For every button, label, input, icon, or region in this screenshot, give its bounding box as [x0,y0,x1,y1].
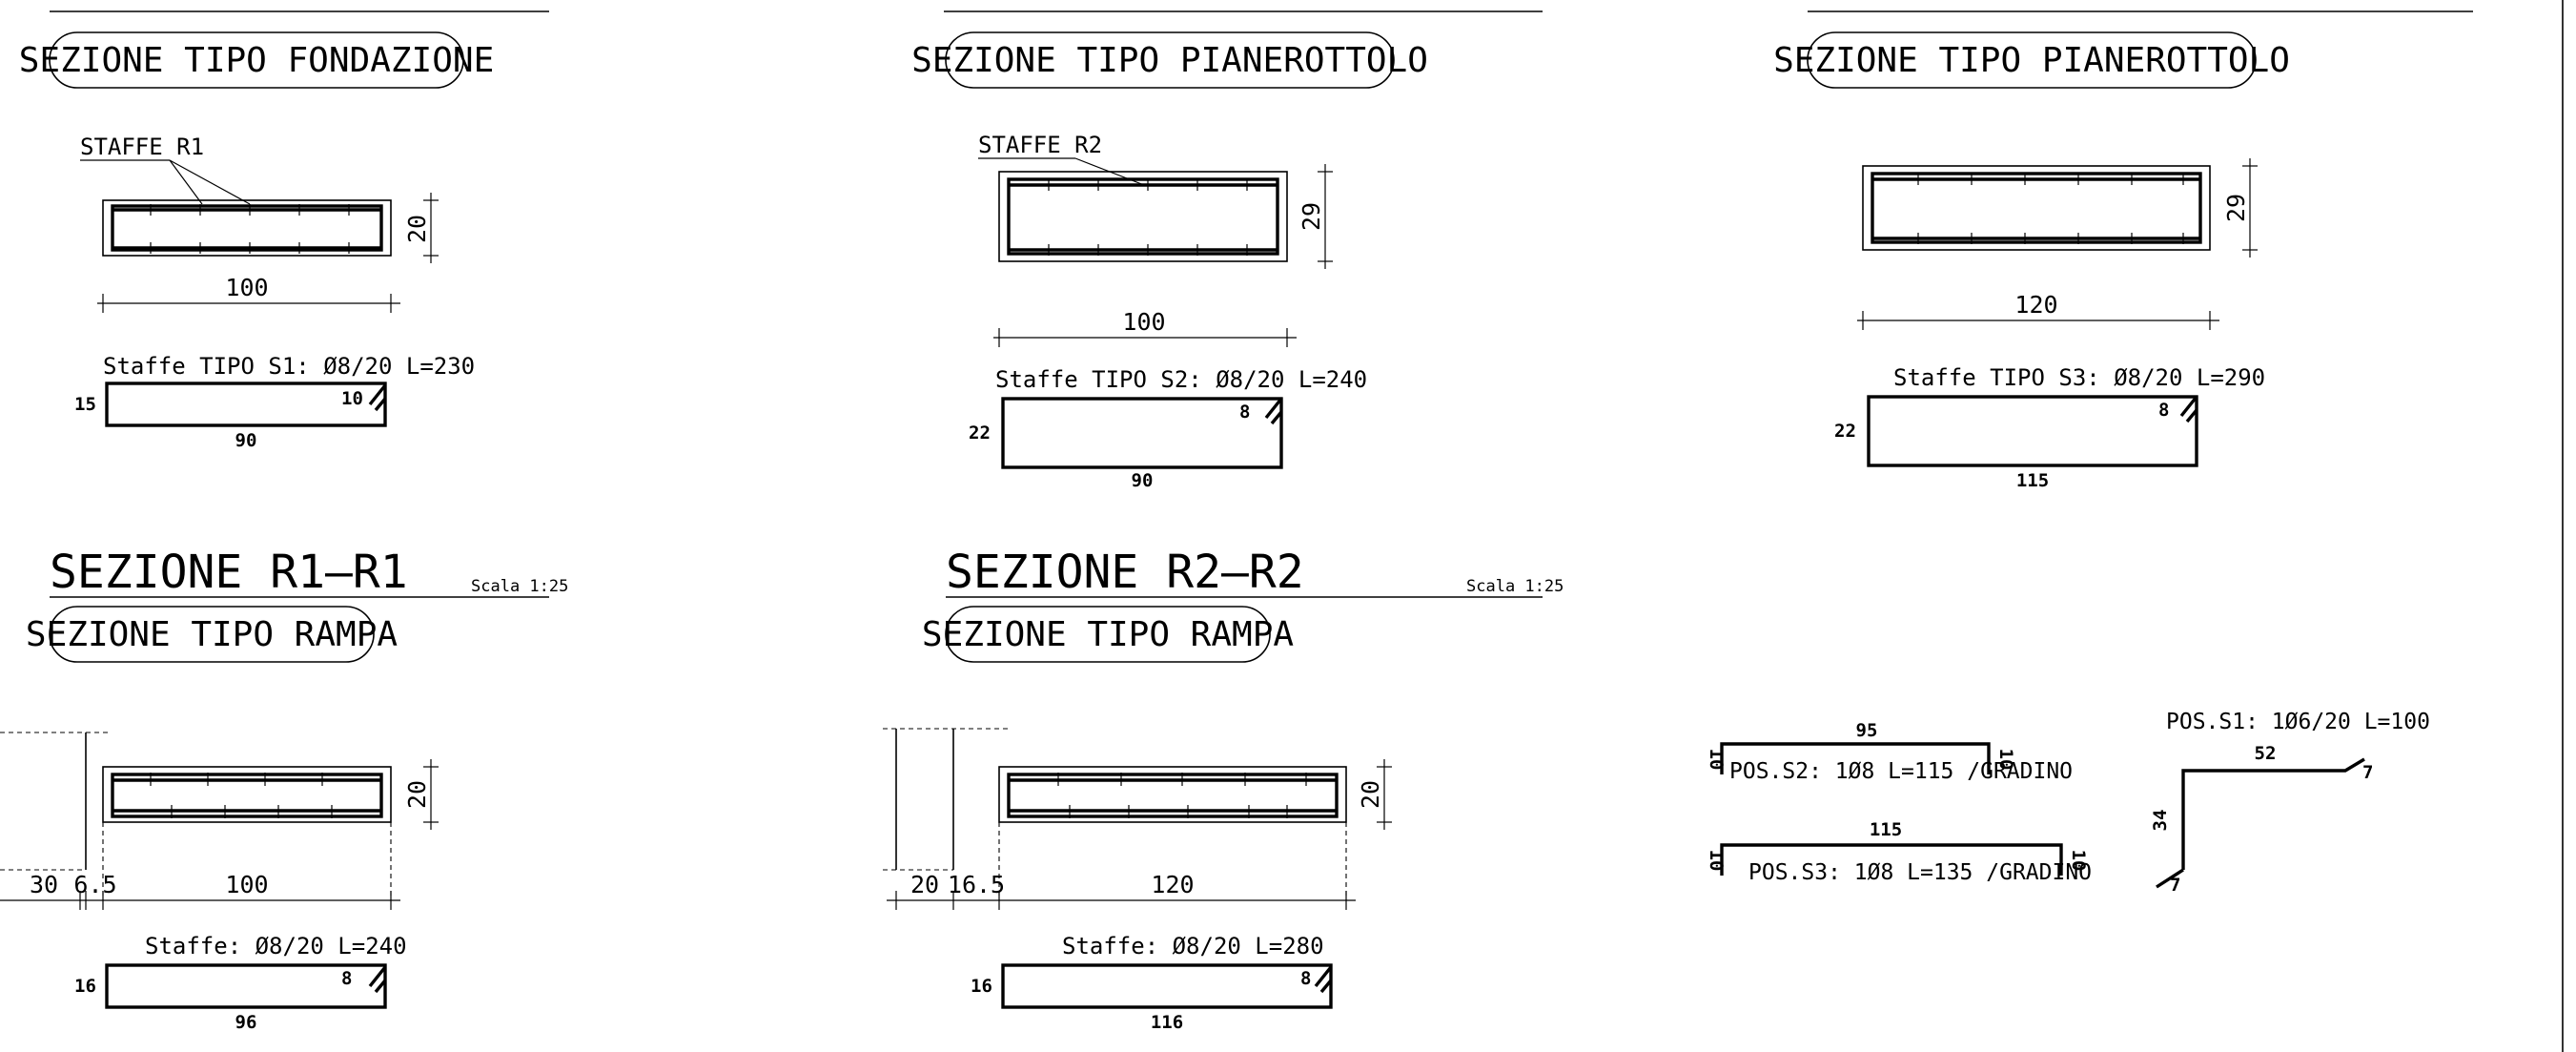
svg-text:22: 22 [969,423,991,443]
section-fondazione: SEZIONE TIPO FONDAZIONE STAFFE R1 20 100 [19,31,495,451]
section-pianerottolo-1: SEZIONE TIPO PIANEROTTOLO STAFFE R2 29 1… [911,31,1428,491]
svg-text:100: 100 [225,871,268,898]
section-caption-frame [1807,31,2257,89]
stirrup-detail: Staffe: Ø8/20 L=280 16 8 116 [971,933,1333,1033]
width-dimension: 30 6.5 100 [0,871,400,910]
position-label: POS.S3: 1Ø8 L=135 /GRADINO [1748,860,2092,885]
svg-text:90: 90 [235,430,257,451]
section-header: SEZIONE R2–R2 [946,546,1304,599]
bar-label: STAFFE R1 [80,134,204,160]
section-caption: SEZIONE TIPO PIANEROTTOLO [911,41,1428,80]
svg-text:116: 116 [1151,1012,1183,1033]
width-dimension: 100 [993,308,1297,347]
svg-text:10: 10 [341,388,363,409]
svg-text:120: 120 [2014,291,2057,319]
section-scale: Scala 1:25 [1466,577,1564,596]
svg-text:52: 52 [2255,743,2277,764]
section-caption: SEZIONE TIPO FONDAZIONE [19,41,495,80]
section-scale: Scala 1:25 [471,577,568,596]
stirrup-title: Staffe: Ø8/20 L=280 [1062,933,1324,959]
stirrup-title: Staffe TIPO S1: Ø8/20 L=230 [103,353,475,380]
ramp-section [998,766,1347,900]
section-pianerottolo-2: SEZIONE TIPO PIANEROTTOLO 29 120 Staffe … [1773,31,2290,491]
svg-text:10: 10 [1706,850,1727,872]
svg-text:10: 10 [1995,749,2016,771]
position-s3: 115 POS.S3: 1Ø8 L=135 /GRADINO 10 10 [1706,819,2092,885]
svg-text:34: 34 [2150,810,2171,832]
section-caption-frame [945,606,1271,663]
section-caption: SEZIONE TIPO RAMPA [922,615,1294,654]
width-dimension: 100 [97,274,400,313]
svg-text:10: 10 [1706,749,1727,771]
section-r1: SEZIONE R1–R1 Scala 1:25 SEZIONE TIPO RA… [0,546,568,1033]
landing-section [998,171,1288,262]
position-label: POS.S1: 1Ø6/20 L=100 [2166,710,2430,734]
svg-text:16.5: 16.5 [948,871,1005,898]
section-header: SEZIONE R1–R1 [50,546,408,599]
svg-text:7: 7 [2362,762,2373,783]
wall-outline [0,732,111,871]
height-dimension: 20 [1357,759,1392,830]
svg-text:30: 30 [30,871,58,898]
stirrup-title: Staffe TIPO S3: Ø8/20 L=290 [1893,364,2265,391]
svg-text:20: 20 [403,780,431,809]
svg-text:20: 20 [403,215,431,243]
svg-text:100: 100 [1122,308,1165,336]
svg-text:16: 16 [971,976,992,997]
stirrup-detail: Staffe TIPO S3: Ø8/20 L=290 22 8 115 [1834,364,2265,491]
svg-text:20: 20 [910,871,939,898]
bar-label: STAFFE R2 [978,132,1102,158]
svg-text:90: 90 [1132,470,1154,491]
svg-text:8: 8 [341,968,352,989]
wall-outline [883,728,1011,871]
position-s1: POS.S1: 1Ø6/20 L=100 52 34 7 7 [2150,710,2430,896]
svg-text:7: 7 [2170,875,2180,896]
section-caption-frame [49,606,375,663]
svg-text:15: 15 [74,394,96,415]
section-r2: SEZIONE R2–R2 Scala 1:25 SEZIONE TIPO RA… [883,546,1564,1033]
stirrup-detail: Staffe TIPO S2: Ø8/20 L=240 22 8 90 [969,366,1367,491]
svg-text:115: 115 [2016,470,2049,491]
svg-text:6.5: 6.5 [73,871,116,898]
svg-text:10: 10 [2068,850,2089,872]
svg-text:115: 115 [1870,819,1902,840]
width-dimension: 120 [1857,291,2219,330]
section-caption: SEZIONE TIPO RAMPA [26,615,398,654]
height-dimension: 29 [2222,158,2258,258]
stirrup-title: Staffe: Ø8/20 L=240 [145,933,407,959]
height-dimension: 29 [1298,164,1333,269]
svg-text:8: 8 [1239,402,1250,423]
height-dimension: 20 [403,759,439,830]
svg-text:100: 100 [225,274,268,301]
stirrup-title: Staffe TIPO S2: Ø8/20 L=240 [995,366,1367,393]
position-label: POS.S2: 1Ø8 L=115 /GRADINO [1729,759,2073,784]
width-dimension: 20 16.5 120 [887,871,1356,910]
svg-text:20: 20 [1357,780,1384,809]
landing-section [1862,165,2211,251]
svg-text:29: 29 [1298,202,1325,231]
svg-text:16: 16 [74,976,96,997]
svg-text:22: 22 [1834,421,1856,442]
beam-section [102,199,392,257]
ramp-section [102,766,392,900]
svg-text:29: 29 [2222,194,2250,222]
svg-text:8: 8 [1300,968,1311,989]
section-caption-frame [945,31,1395,89]
svg-text:96: 96 [235,1012,257,1033]
position-s2: 95 POS.S2: 1Ø8 L=115 /GRADINO 10 10 [1706,720,2073,784]
section-caption-frame [49,31,464,89]
svg-text:8: 8 [2158,400,2169,421]
height-dimension: 20 [403,193,439,263]
section-caption: SEZIONE TIPO PIANEROTTOLO [1773,41,2290,80]
svg-text:120: 120 [1151,871,1194,898]
svg-text:95: 95 [1856,720,1878,741]
stirrup-detail: Staffe: Ø8/20 L=240 16 8 96 [74,933,407,1033]
stirrup-detail: Staffe TIPO S1: Ø8/20 L=230 15 10 90 [74,353,475,451]
